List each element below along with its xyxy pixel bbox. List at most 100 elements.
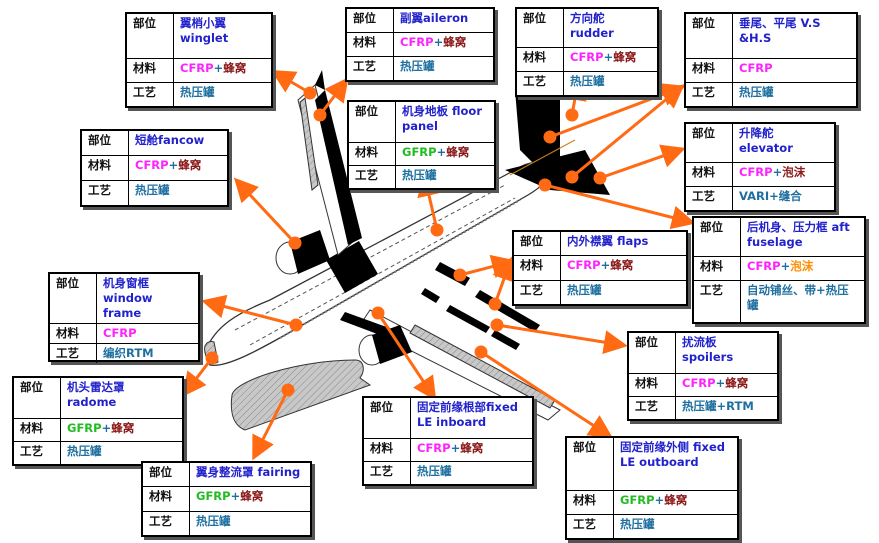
arrow-aft <box>538 178 696 230</box>
process-value: 热压罐 <box>128 180 227 205</box>
label-process: 工艺 <box>567 513 614 538</box>
label-part: 部位 <box>567 438 614 491</box>
arrow-fairing <box>252 383 295 461</box>
material-value: CFRP+蜂窝 <box>410 437 532 462</box>
arrow-window <box>201 294 303 332</box>
process-value: 热压罐 <box>393 56 493 80</box>
near-wing <box>340 309 561 421</box>
process-value: VARI+缝合 <box>732 185 834 210</box>
process-value: 热压罐 <box>563 70 657 95</box>
label-part: 部位 <box>82 131 129 156</box>
process-value: 热压罐 <box>732 81 856 106</box>
label-part: 部位 <box>629 333 676 374</box>
label-process: 工艺 <box>50 343 97 363</box>
label-process: 工艺 <box>349 164 396 188</box>
process-value: 自动铺丝、带+热压罐 <box>740 279 864 322</box>
label-process: 工艺 <box>364 460 411 484</box>
process-value: 热压罐 <box>395 164 494 188</box>
label-process: 工艺 <box>14 440 61 464</box>
material-value: CFRP+蜂窝 <box>560 255 686 281</box>
label-material: 材料 <box>694 255 741 281</box>
process-value: 热压罐 <box>189 510 310 535</box>
process-value: 热压罐 <box>613 513 737 538</box>
arrow-flaps2 <box>488 256 516 311</box>
part-name: 机身地板 floor panel <box>395 102 494 143</box>
label-material: 材料 <box>127 57 174 83</box>
label-part: 部位 <box>364 398 411 439</box>
label-part: 部位 <box>127 14 174 59</box>
fairing-part <box>230 359 372 431</box>
callout-arrows <box>182 69 696 461</box>
tail <box>505 90 610 195</box>
arrow-le-outboard <box>474 345 614 439</box>
label-process: 工艺 <box>694 279 741 322</box>
material-value: CFRP+蜂窝 <box>563 46 657 72</box>
label-process: 工艺 <box>127 81 174 106</box>
material-value: GFRP+蜂窝 <box>60 417 182 442</box>
arrow-hs <box>565 84 685 184</box>
label-material: 材料 <box>50 323 97 344</box>
label-part: 部位 <box>143 463 190 488</box>
label-material: 材料 <box>686 161 733 187</box>
process-value: 热压罐 <box>410 460 532 484</box>
material-value: CFRP <box>732 57 856 83</box>
part-name: 升降舵 elevator <box>732 124 834 163</box>
process-value: 热压罐 <box>173 81 271 106</box>
arrow-spoilers <box>490 318 628 355</box>
part-name: 固定前缘根部fixed LE inboard <box>410 398 532 439</box>
label-material: 材料 <box>14 417 61 442</box>
label-process: 工艺 <box>82 180 129 205</box>
far-engine <box>275 230 330 275</box>
label-material: 材料 <box>629 372 676 397</box>
arrow-aileron <box>313 77 349 122</box>
material-value: GFRP+蜂窝 <box>395 141 494 166</box>
label-part: 部位 <box>50 274 97 324</box>
label-part: 部位 <box>517 9 564 48</box>
arrow-flaps1 <box>453 254 516 282</box>
label-part: 部位 <box>686 124 733 163</box>
label-process: 工艺 <box>517 70 564 95</box>
arrow-elevator <box>593 144 686 185</box>
label-part: 部位 <box>514 232 561 257</box>
part-name: 短舱fancow <box>128 131 227 156</box>
material-value: CFRP+蜂窝 <box>173 57 271 83</box>
label-material: 材料 <box>347 31 394 58</box>
label-process: 工艺 <box>514 279 561 304</box>
part-name: 副翼aileron <box>393 9 493 33</box>
process-value: 热压罐 <box>60 440 182 464</box>
material-value: CFRP+蜂窝 <box>675 372 777 397</box>
part-name: 翼身整流罩 fairing <box>189 463 310 488</box>
material-value: CFRP <box>96 323 198 344</box>
part-name: 后机身、压力框 aft fuselage <box>740 218 864 257</box>
near-engine <box>358 325 412 366</box>
part-name: 翼梢小翼 winglet <box>173 14 271 59</box>
part-name: 机身窗框 window frame <box>96 274 198 324</box>
material-value: CFRP+蜂窝 <box>393 31 493 58</box>
label-part: 部位 <box>686 14 733 59</box>
part-name: 机头雷达罩 radome <box>60 378 182 419</box>
label-part: 部位 <box>347 9 394 33</box>
label-material: 材料 <box>82 154 129 182</box>
material-value: CFRP+泡沫 <box>740 255 864 281</box>
arrow-winglet <box>270 69 317 100</box>
arrow-fancow <box>233 177 302 250</box>
label-material: 材料 <box>349 141 396 166</box>
label-process: 工艺 <box>347 56 394 80</box>
material-value: CFRP+蜂窝 <box>128 154 227 182</box>
label-process: 工艺 <box>686 185 733 210</box>
label-material: 材料 <box>567 489 614 515</box>
part-name: 固定前缘外侧 fixed LE outboard <box>613 438 737 491</box>
